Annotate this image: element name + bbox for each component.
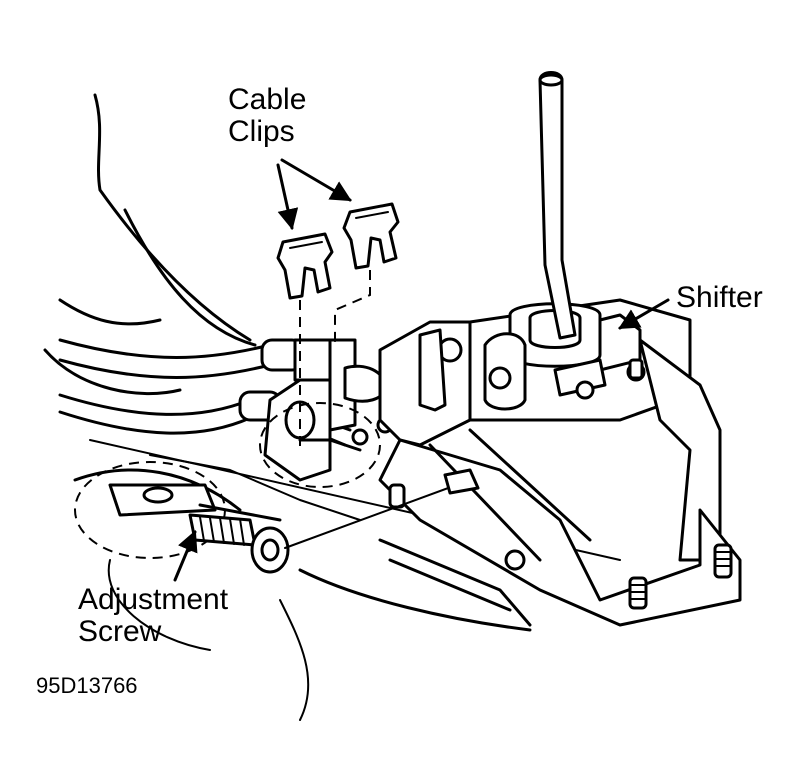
arrow-shifter	[618, 298, 670, 330]
detail-circle-bracket	[259, 402, 381, 488]
cable-clip-right	[342, 202, 400, 270]
cable-clip-left	[276, 232, 334, 300]
adjustment-screw-label-line1: Adjustment	[78, 583, 229, 616]
shift-lever	[538, 71, 577, 340]
mounting-studs	[388, 358, 733, 610]
adjustment-screw-assembly	[74, 461, 480, 574]
cable-clips-label-line1: Cable	[228, 83, 307, 116]
shifter-label: Shifter	[676, 281, 763, 314]
cable-clips-label-line2: Clips	[228, 115, 295, 148]
arrow-adjustment-screw	[173, 530, 198, 582]
arrow-cable-clips-right	[280, 158, 352, 202]
arrow-cable-clips-left	[276, 163, 299, 231]
figure-code: 95D13766	[36, 673, 138, 698]
cable-bracket	[263, 338, 407, 482]
shifter-housing	[378, 298, 742, 627]
adjustment-screw-label-line2: Screw	[78, 615, 162, 648]
clip-alignment-lines	[299, 270, 371, 450]
callout-arrows	[173, 158, 670, 582]
floor-tunnel-contours	[43, 93, 621, 721]
